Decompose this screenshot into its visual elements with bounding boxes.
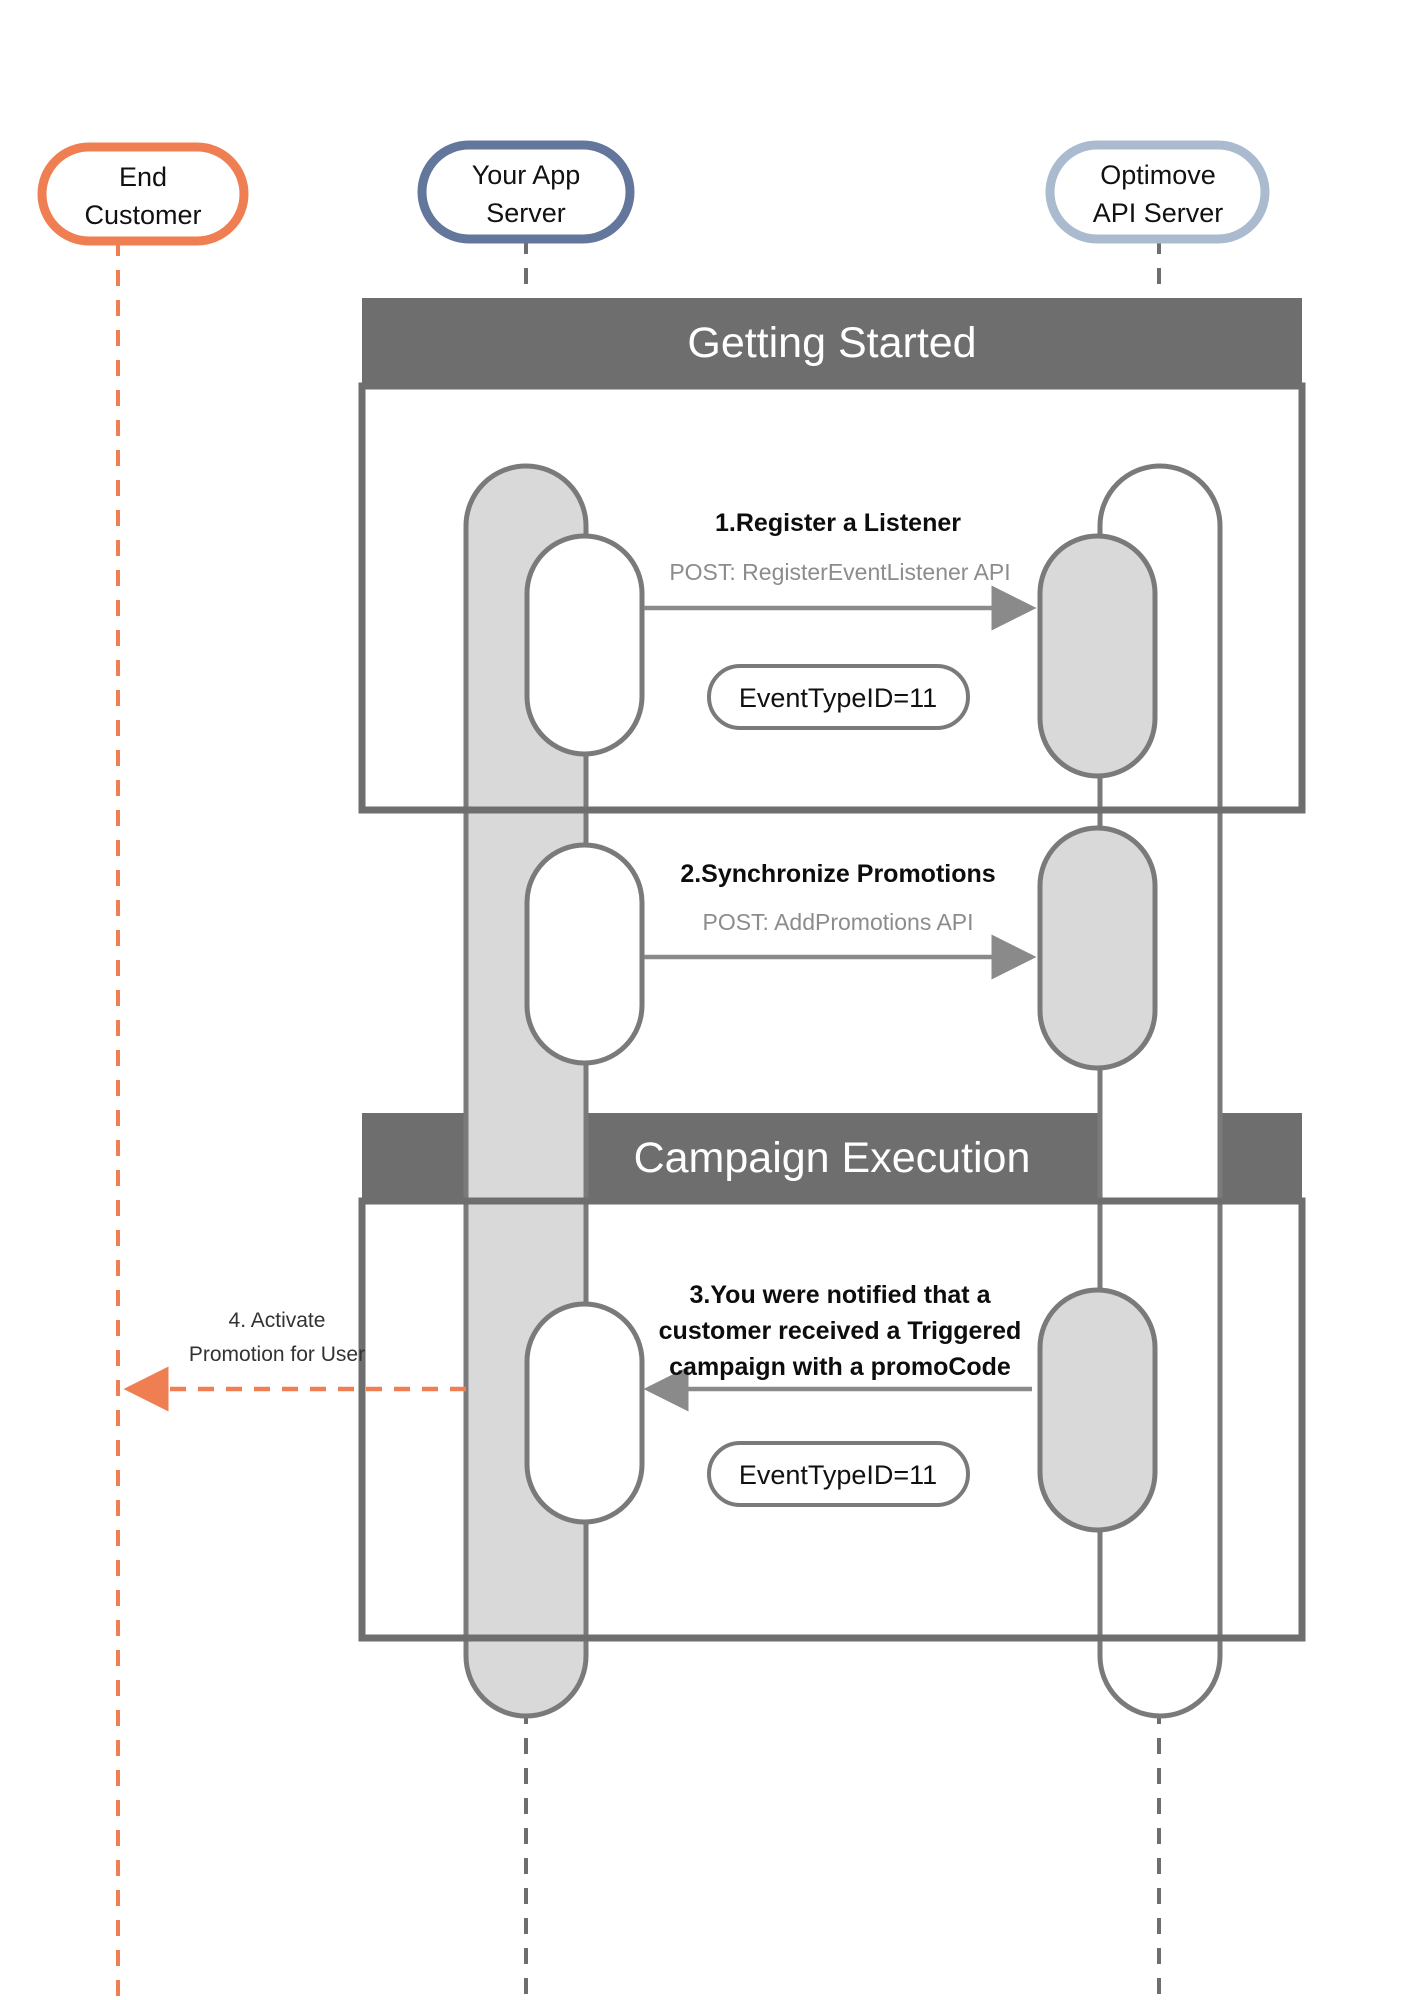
activation-app-server-step2 bbox=[524, 842, 645, 1066]
message-1-register-listener[interactable]: 1.Register a Listener POST: RegisterEven… bbox=[644, 509, 1037, 631]
pill-1-label: EventTypeID=11 bbox=[739, 683, 937, 713]
actor-app-server[interactable]: Your App Server bbox=[417, 140, 635, 244]
actor-end-customer-label-line1: End bbox=[119, 162, 167, 192]
message-1-subtitle: POST: RegisterEventListener API bbox=[669, 559, 1010, 585]
activation-app-server-step3 bbox=[524, 1301, 645, 1525]
actor-api-server-shape bbox=[1045, 140, 1270, 244]
actor-app-server-label-line1: Your App bbox=[472, 160, 581, 190]
message-2-subtitle: POST: AddPromotions API bbox=[702, 909, 973, 935]
message-4-activate-promotion[interactable]: 4. Activate Promotion for User bbox=[123, 1309, 466, 1412]
message-1-title: 1.Register a Listener bbox=[715, 509, 961, 537]
frame-campaign-execution-outline bbox=[358, 1197, 1306, 1642]
actor-end-customer[interactable]: End Customer bbox=[37, 142, 249, 246]
message-4-label-line2: Promotion for User bbox=[189, 1343, 365, 1366]
pill-event-type-id-2: EventTypeID=11 bbox=[707, 1441, 970, 1507]
message-3-notified-triggered-campaign[interactable]: 3.You were notified that a customer rece… bbox=[643, 1281, 1032, 1412]
actor-api-server-label-line1: Optimove bbox=[1100, 160, 1216, 190]
actor-app-server-shape bbox=[417, 140, 635, 244]
activation-bars-api-server bbox=[1037, 463, 1223, 1719]
pill-event-type-id-1: EventTypeID=11 bbox=[707, 664, 970, 730]
actor-api-server-label-line2: API Server bbox=[1093, 198, 1224, 228]
frame-getting-started-outline bbox=[358, 382, 1306, 814]
message-2-title: 2.Synchronize Promotions bbox=[680, 860, 995, 888]
actor-app-server-label-line2: Server bbox=[486, 198, 566, 228]
message-3-title-line2: customer received a Triggered bbox=[659, 1317, 1022, 1345]
pill-2-label: EventTypeID=11 bbox=[739, 1460, 937, 1490]
message-3-title-line1: 3.You were notified that a bbox=[690, 1281, 992, 1309]
frame-getting-started-band bbox=[362, 298, 1302, 386]
frame-outlines-overlay bbox=[358, 382, 1306, 1642]
activation-app-server-step1 bbox=[524, 533, 645, 757]
activation-api-server-step3 bbox=[1037, 1287, 1158, 1533]
activation-api-server-step1 bbox=[1037, 533, 1158, 779]
message-4-label-line1: 4. Activate bbox=[229, 1309, 326, 1332]
activation-api-server-step2 bbox=[1037, 825, 1158, 1071]
actor-api-server[interactable]: Optimove API Server bbox=[1045, 140, 1270, 244]
message-2-synchronize-promotions[interactable]: 2.Synchronize Promotions POST: AddPromot… bbox=[644, 860, 1037, 980]
message-3-title-line3: campaign with a promoCode bbox=[669, 1353, 1011, 1381]
frame-campaign-execution-title: Campaign Execution bbox=[634, 1134, 1031, 1182]
activation-bars-app-server bbox=[463, 463, 645, 1719]
pill-2-shape bbox=[707, 1441, 970, 1507]
pill-1-shape bbox=[707, 664, 970, 730]
actor-end-customer-label-line2: Customer bbox=[84, 200, 201, 230]
actor-end-customer-shape bbox=[37, 142, 249, 246]
frame-getting-started-title: Getting Started bbox=[687, 319, 976, 367]
